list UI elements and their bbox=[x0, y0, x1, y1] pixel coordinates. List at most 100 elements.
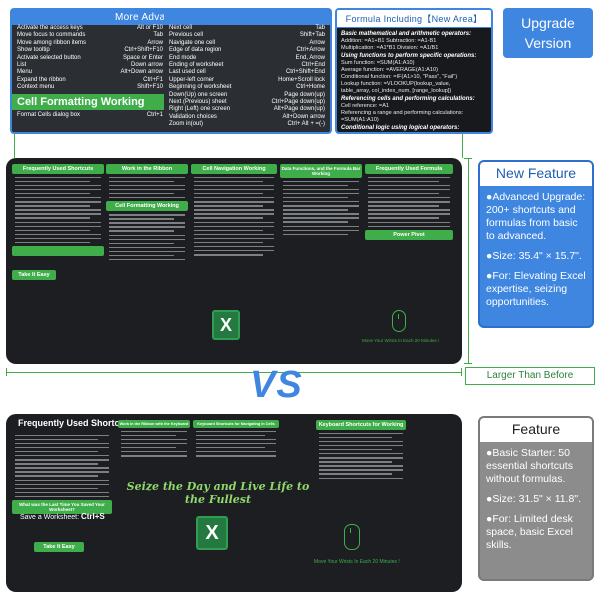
text-line-placeholder bbox=[319, 432, 403, 435]
shortcut-action: Beginning of worksheet bbox=[169, 84, 232, 91]
shortcut-keys: Alt+Down arrow bbox=[120, 69, 163, 76]
text-line-placeholder bbox=[194, 233, 274, 236]
text-line-placeholder bbox=[15, 193, 90, 195]
text-line-placeholder bbox=[368, 201, 450, 203]
pad-column: What was the Last Time You Saved Your Wo… bbox=[12, 432, 112, 586]
text-line-placeholder bbox=[283, 180, 359, 183]
shortcut-keys: Home+Scroll lock bbox=[278, 76, 325, 83]
formula-section-heading: Using functions to perform specific oper… bbox=[341, 53, 477, 59]
text-line-placeholder bbox=[15, 176, 101, 179]
text-line-placeholder bbox=[194, 241, 263, 244]
text-line-placeholder bbox=[121, 434, 176, 437]
advanced-shortcut-title: More Advanced Shortcut bbox=[12, 10, 168, 25]
text-line-placeholder bbox=[109, 242, 174, 245]
formula-line: Average function: =AVERAGE(A1:A10) bbox=[341, 67, 438, 73]
pad-column-subheader: Cell Formatting Working bbox=[106, 201, 188, 212]
text-line-placeholder bbox=[368, 213, 450, 215]
text-line-placeholder bbox=[15, 225, 101, 228]
pad-take-it-easy: Take It Easy bbox=[12, 270, 56, 281]
text-line-placeholder bbox=[121, 447, 176, 449]
cell-formatting-label: Cell Formatting Working bbox=[12, 93, 168, 110]
shortcut-action: End mode bbox=[169, 54, 197, 61]
text-line-placeholder bbox=[283, 184, 348, 187]
pad-column: Cell Navigation Working bbox=[191, 164, 277, 358]
pad-column-lines bbox=[316, 432, 406, 479]
text-line-placeholder bbox=[15, 446, 109, 449]
pad-column-lines bbox=[191, 176, 277, 256]
formula-line: Addition: =A1+B1 Subtraction: =A1-B1 bbox=[341, 38, 437, 44]
text-line-placeholder bbox=[15, 459, 109, 461]
text-line-placeholder bbox=[15, 209, 101, 211]
pad-tagline: Move Your Wrists In Each 20 Minutes ! bbox=[314, 559, 400, 565]
text-line-placeholder bbox=[121, 430, 187, 433]
text-line-placeholder bbox=[15, 495, 109, 498]
text-line-placeholder bbox=[283, 197, 348, 199]
text-line-placeholder bbox=[283, 225, 359, 227]
text-line-placeholder bbox=[368, 180, 439, 183]
text-line-placeholder bbox=[283, 213, 359, 215]
shortcut-keys: Alt+Down arrow bbox=[282, 113, 325, 120]
shortcut-keys: Ctrl+Page down(up) bbox=[271, 99, 325, 106]
text-line-placeholder bbox=[194, 225, 274, 228]
shortcut-keys: Ctrl+Shift+F10 bbox=[124, 47, 163, 54]
pad-column-header: Data Functions, and the Formula Bar Work… bbox=[280, 164, 362, 178]
text-line-placeholder bbox=[319, 469, 403, 471]
feature-list: ●Basic Starter: 50 essential shortcuts w… bbox=[480, 442, 592, 564]
take-it-easy: Take It Easy bbox=[34, 541, 84, 552]
text-line-placeholder bbox=[15, 455, 109, 457]
text-line-placeholder bbox=[109, 197, 185, 199]
new-feature-item: ●Advanced Upgrade: 200+ shortcuts and fo… bbox=[486, 191, 586, 242]
shortcut-action: Show tooltip bbox=[17, 47, 50, 54]
text-line-placeholder bbox=[319, 453, 403, 455]
text-line-placeholder bbox=[109, 234, 185, 236]
shortcut-action: Zoom in(out) bbox=[169, 121, 204, 128]
text-line-placeholder bbox=[283, 217, 359, 219]
formula-callout-title: Formula Including【New Area】 bbox=[337, 10, 491, 28]
text-line-placeholder bbox=[15, 217, 90, 219]
text-line-placeholder bbox=[283, 221, 348, 223]
text-line-placeholder bbox=[109, 184, 185, 187]
text-line-placeholder bbox=[196, 434, 265, 437]
new-feature-item: ●For: Elevating Excel expertise, seizing… bbox=[486, 270, 586, 308]
pad-column: Work in the Ribbon with the Keyboard bbox=[118, 420, 190, 586]
text-line-placeholder bbox=[15, 475, 98, 477]
text-line-placeholder bbox=[109, 193, 174, 195]
pad-column-header: Frequently Used Formula bbox=[365, 164, 453, 174]
text-line-placeholder bbox=[194, 176, 274, 179]
mouse-icon bbox=[344, 524, 360, 550]
text-line-placeholder bbox=[368, 176, 450, 179]
pad-column: Work in the Ribbon Cell Formatting Worki… bbox=[106, 164, 188, 358]
callout-connector bbox=[14, 134, 15, 158]
text-line-placeholder bbox=[368, 188, 450, 191]
text-line-placeholder bbox=[319, 473, 392, 475]
pad-column-lines bbox=[193, 430, 279, 457]
pad-column-lines bbox=[365, 176, 453, 228]
pad-column-header: Cell Navigation Working bbox=[191, 164, 277, 174]
excel-logo-icon: X bbox=[196, 516, 228, 550]
shortcut-row: Show tooltip Ctrl+Shift+F10 bbox=[12, 47, 168, 54]
text-line-placeholder bbox=[15, 201, 101, 203]
text-line-placeholder bbox=[121, 438, 187, 441]
text-line-placeholder bbox=[196, 438, 276, 441]
text-line-placeholder bbox=[194, 184, 274, 187]
pad-tagline: Move Your Wrists In Each 20 Minutes ! bbox=[362, 338, 440, 343]
pad-column-subheader: Power Pivot bbox=[365, 229, 453, 240]
pad-column-header: Frequently Used Shortcuts bbox=[12, 164, 104, 174]
text-line-placeholder bbox=[15, 434, 109, 437]
text-line-placeholder bbox=[109, 246, 185, 249]
old-mousepad: Frequently Used Shortcuts What was the L… bbox=[6, 414, 462, 592]
text-line-placeholder bbox=[194, 237, 274, 240]
callout-connector bbox=[462, 134, 463, 158]
shortcut-action: Next cell bbox=[169, 25, 193, 31]
shortcut-action: Right (Left) one screen bbox=[169, 106, 231, 113]
feature-item: ●Basic Starter: 50 essential shortcuts w… bbox=[486, 447, 573, 485]
